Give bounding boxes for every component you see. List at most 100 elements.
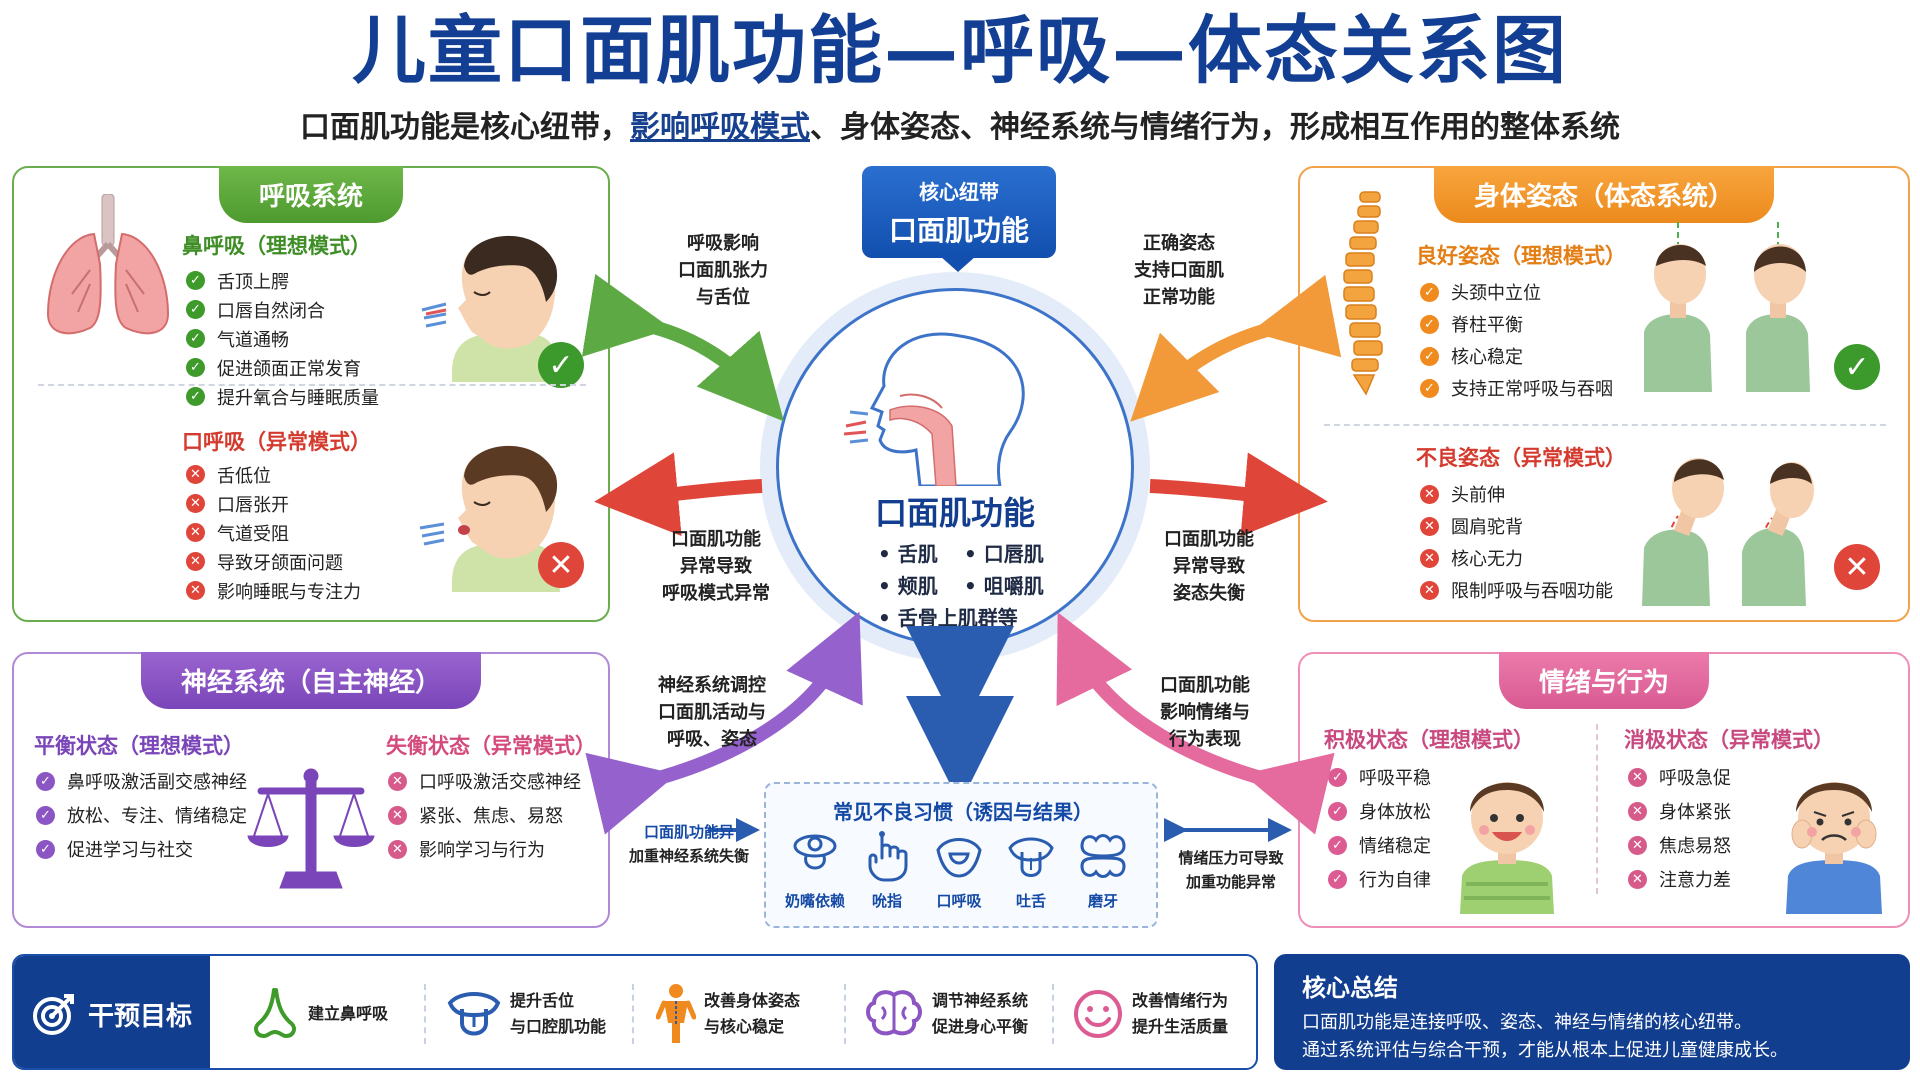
goal-item: 调节神经系统 促进身心平衡 bbox=[866, 956, 1028, 1068]
emotion-arrow bbox=[1056, 612, 1335, 835]
list-item: ✕头前伸 bbox=[1420, 478, 1613, 510]
core-circle-title: 口面肌功能 bbox=[874, 494, 1035, 532]
check-icon: ✓ bbox=[186, 387, 205, 406]
nervous-arrow bbox=[585, 611, 863, 835]
brain-icon bbox=[866, 990, 922, 1036]
subtitle-post: 、身体姿态、神经系统与情绪行为，形成相互作用的整体系统 bbox=[810, 110, 1620, 145]
core-summary-box: 核心总结 口面肌功能是连接呼吸、姿态、神经与情绪的核心纽带。 通过系统评估与综合… bbox=[1274, 954, 1910, 1070]
list-item: ✓身体放松 bbox=[1328, 794, 1431, 828]
connector-label-top-right: 正确姿态 支持口面肌 正常功能 bbox=[1134, 233, 1224, 308]
hand-icon bbox=[868, 831, 908, 882]
goal-separator bbox=[424, 984, 426, 1044]
check-badge-icon: ✓ bbox=[538, 342, 584, 388]
check-icon: ✓ bbox=[186, 271, 205, 290]
muscle-list-item: • 舌肌 bbox=[878, 542, 938, 566]
goals-tag: 干预目标 bbox=[14, 956, 210, 1068]
check-icon: ✓ bbox=[1420, 282, 1439, 302]
list-item: ✕舌低位 bbox=[186, 460, 361, 489]
goal-separator bbox=[632, 984, 634, 1044]
section-divider bbox=[1596, 724, 1598, 894]
list-item: ✓放松、专注、情绪稳定 bbox=[36, 798, 247, 832]
bad-posture-title: 不良姿态（异常模式） bbox=[1416, 446, 1626, 470]
list-item: ✕导致牙颌面问题 bbox=[186, 547, 361, 576]
cross-icon: ✕ bbox=[186, 552, 205, 571]
cross-badge-icon: ✕ bbox=[1834, 544, 1880, 590]
balance-list: ✓鼻呼吸激活副交感神经 ✓放松、专注、情绪稳定 ✓促进学习与社交 bbox=[36, 764, 247, 866]
list-item: ✓口唇自然闭合 bbox=[186, 295, 379, 324]
emotion-panel: 情绪与行为 积极状态（理想模式） ✓呼吸平稳 ✓身体放松 ✓情绪稳定 ✓行为自律… bbox=[1298, 652, 1910, 928]
check-icon: ✓ bbox=[186, 300, 205, 319]
cross-icon: ✕ bbox=[1420, 484, 1439, 504]
connector-label-mid-right: 口面肌功能 异常导致 姿态失衡 bbox=[1164, 529, 1254, 604]
imbalance-title: 失衡状态（异常模式） bbox=[386, 734, 596, 758]
page-title: 儿童口面肌功能—呼吸—体态关系图 bbox=[352, 8, 1568, 94]
bad-habits-title: 常见不良习惯（诱因与结果） bbox=[833, 800, 1093, 824]
list-item: ✓促进颌面正常发育 bbox=[186, 353, 379, 382]
cross-badge-icon: ✕ bbox=[538, 542, 584, 588]
imbalance-list: ✕口呼吸激活交感神经 ✕紧张、焦虑、易怒 ✕影响学习与行为 bbox=[388, 764, 581, 866]
summary-line-1: 口面肌功能是连接呼吸、姿态、神经与情绪的核心纽带。 bbox=[1302, 1012, 1752, 1033]
list-item: ✕紧张、焦虑、易怒 bbox=[388, 798, 581, 832]
list-item: ✕口呼吸激活交感神经 bbox=[388, 764, 581, 798]
check-icon: ✓ bbox=[36, 805, 55, 825]
list-item: ✕气道受阻 bbox=[186, 518, 361, 547]
child-profile-icon bbox=[419, 445, 560, 592]
cross-icon: ✕ bbox=[1628, 767, 1647, 787]
nose-icon bbox=[254, 988, 296, 1039]
goal-item: 建立鼻呼吸 bbox=[250, 956, 388, 1068]
body-posture-icon bbox=[656, 984, 696, 1043]
nasal-breathing-list: ✓舌顶上腭 ✓口唇自然闭合 ✓气道通畅 ✓促进颌面正常发育 ✓提升氧合与睡眠质量 bbox=[186, 266, 379, 411]
bad-habits-box: 常见不良习惯（诱因与结果） 奶嘴依赖 吮指 口呼吸 吐舌 bbox=[764, 782, 1158, 928]
good-posture-list: ✓头颈中立位 ✓脊柱平衡 ✓核心稳定 ✓支持正常呼吸与吞咽 bbox=[1420, 276, 1613, 404]
check-icon: ✓ bbox=[36, 771, 55, 791]
section-divider bbox=[38, 384, 586, 386]
list-item: ✓行为自律 bbox=[1328, 862, 1431, 896]
cross-icon: ✕ bbox=[1420, 548, 1439, 568]
list-item: ✓舌顶上腭 bbox=[186, 266, 379, 295]
respiratory-header: 呼吸系统 bbox=[218, 166, 404, 223]
intervention-goals-bar: 干预目标 建立鼻呼吸 提升舌位 与口腔肌功能 改善身体姿态 与核心稳定 bbox=[12, 954, 1258, 1070]
habit-tongue-thrust: 吐舌 bbox=[996, 828, 1066, 911]
page-subtitle: 口面肌功能是核心纽带，影响呼吸模式、身体姿态、神经系统与情绪行为，形成相互作用的… bbox=[0, 102, 1920, 146]
list-item: ✕圆肩驼背 bbox=[1420, 510, 1613, 542]
respiratory-arrow bbox=[581, 273, 784, 422]
muscle-list-item: • 颊肌 bbox=[878, 574, 938, 598]
respiratory-panel: 呼吸系统 鼻呼吸（理想模式） ✓舌顶上腭 ✓口唇自然闭合 ✓气道通畅 ✓促进颌面… bbox=[12, 166, 610, 622]
worried-child-icon bbox=[1786, 782, 1882, 914]
nervous-panel: 神经系统（自主神经） 平衡状态（理想模式） ✓鼻呼吸激活副交感神经 ✓放松、专注… bbox=[12, 652, 610, 928]
goal-item: 提升舌位 与口腔肌功能 bbox=[446, 956, 606, 1068]
positive-list: ✓呼吸平稳 ✓身体放松 ✓情绪稳定 ✓行为自律 bbox=[1328, 760, 1431, 896]
bad-posture-list: ✕头前伸 ✕圆肩驼背 ✕核心无力 ✕限制呼吸与吞咽功能 bbox=[1420, 478, 1613, 606]
core-tag-line2: 口面肌功能 bbox=[888, 214, 1029, 247]
cross-icon: ✕ bbox=[1628, 869, 1647, 889]
summary-title: 核心总结 bbox=[1302, 974, 1398, 1002]
smile-icon bbox=[1074, 990, 1122, 1038]
list-item: ✕限制呼吸与吞咽功能 bbox=[1420, 574, 1613, 606]
cross-icon: ✕ bbox=[388, 771, 407, 791]
cross-icon: ✕ bbox=[1420, 516, 1439, 536]
respiratory-abnormal-arrow bbox=[594, 452, 763, 537]
posture-header: 身体姿态（体态系统） bbox=[1433, 166, 1775, 223]
target-icon bbox=[32, 994, 74, 1035]
connector-label-low-right: 口面肌功能 影响情绪与 行为表现 bbox=[1160, 675, 1250, 750]
check-icon: ✓ bbox=[1420, 314, 1439, 334]
connector-label-low-right-small: 情绪压力可导致 加重功能异常 bbox=[1178, 849, 1284, 891]
mouth-breathing-title: 口呼吸（异常模式） bbox=[182, 430, 371, 454]
goal-separator bbox=[1052, 984, 1054, 1044]
list-item: ✕注意力差 bbox=[1628, 862, 1731, 896]
cross-icon: ✕ bbox=[1628, 801, 1647, 821]
child-profile-icon bbox=[421, 235, 560, 382]
list-item: ✓鼻呼吸激活副交感神经 bbox=[36, 764, 247, 798]
subtitle-pre: 口面肌功能是核心纽带， bbox=[300, 110, 630, 145]
summary-line-2: 通过系统评估与综合干预，才能从根本上促进儿童健康成长。 bbox=[1302, 1040, 1788, 1061]
goal-item: 改善身体姿态 与核心稳定 bbox=[656, 956, 800, 1068]
goals-tag-label: 干预目标 bbox=[87, 1001, 192, 1032]
balance-scale-icon bbox=[247, 768, 375, 889]
posture-figure-icon bbox=[1644, 222, 1810, 392]
teeth-icon bbox=[1080, 834, 1126, 878]
habit-mouth-breathing: 口呼吸 bbox=[924, 828, 994, 911]
list-item: ✓提升氧合与睡眠质量 bbox=[186, 382, 379, 411]
core-tag-pointer bbox=[940, 256, 976, 272]
list-item: ✕身体紧张 bbox=[1628, 794, 1731, 828]
goal-separator bbox=[844, 984, 846, 1044]
